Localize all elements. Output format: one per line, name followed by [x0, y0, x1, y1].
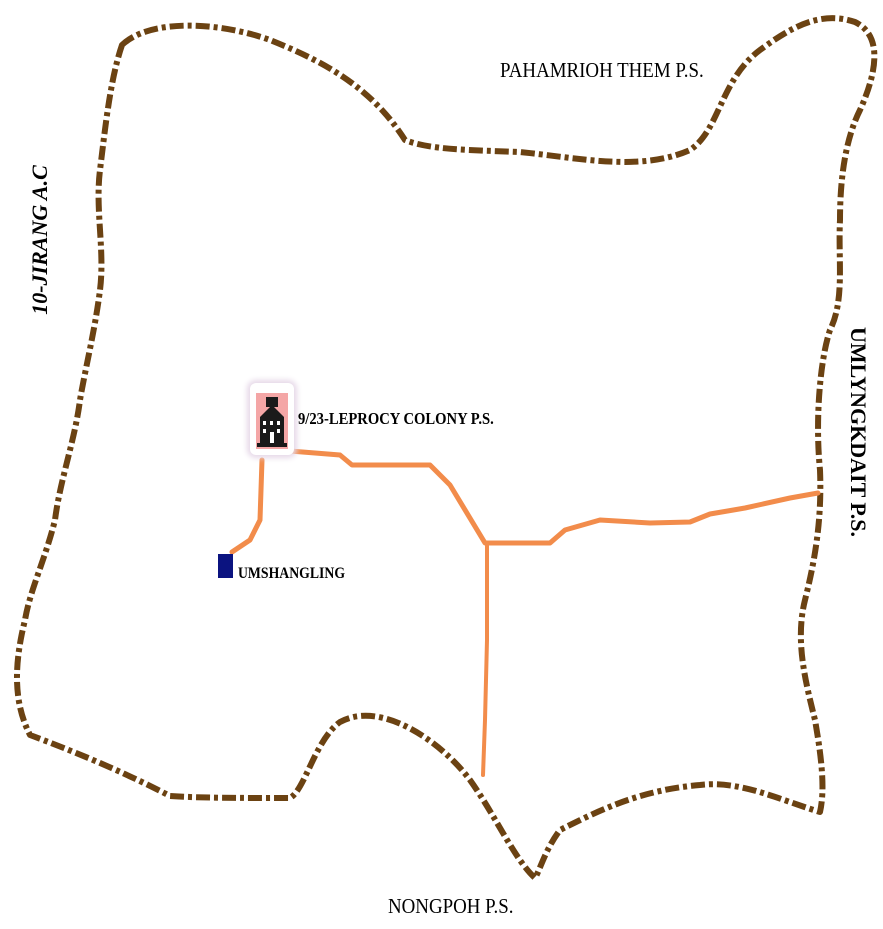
village-marker[interactable] [218, 554, 233, 578]
road-to-south [481, 543, 489, 777]
north-boundary-label: PAHAMRIOH THEM P.S. [500, 58, 704, 82]
south-boundary-label: NONGPOH P.S. [388, 894, 514, 918]
village-label: UMSHANGLING [238, 565, 346, 582]
east-boundary-label: UMLYNGKDAIT P.S. [846, 326, 871, 538]
constituency-boundary [14, 15, 878, 881]
west-boundary-label: 10-JIRANG A.C [27, 165, 52, 315]
road-to-east [287, 448, 821, 546]
road-to-village [229, 457, 265, 555]
polling-station-label: 9/23-LEPROCY COLONY P.S. [298, 409, 494, 428]
school-building-icon [256, 393, 288, 449]
polling-station-icon[interactable] [250, 383, 294, 455]
